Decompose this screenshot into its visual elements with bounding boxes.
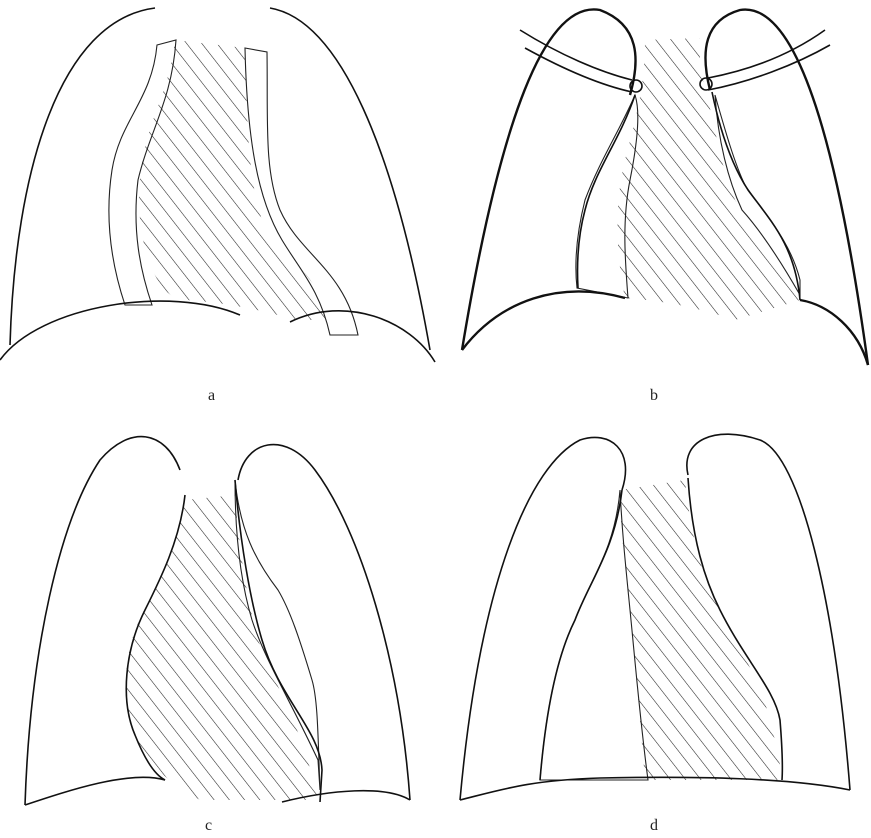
panel-d-diaphragm [460, 777, 850, 800]
panel-b-caption: b [650, 387, 658, 404]
panel-a-mediastinum [109, 40, 358, 335]
panel-d: d [460, 434, 850, 834]
panel-a-central-shadow [139, 40, 325, 320]
panel-d-mediastinum [540, 480, 782, 780]
panel-b-mediastinum [576, 38, 800, 320]
panel-c-right-diaphragm [25, 777, 165, 805]
panel-b-left-diaphragm [800, 300, 868, 365]
panel-a-caption: a [208, 387, 215, 404]
panel-c: c [25, 437, 410, 834]
panel-c-mediastinum [126, 480, 320, 800]
panel-a-chest-outline [10, 8, 155, 345]
panel-b: b [462, 9, 868, 404]
panel-b-right-diaphragm [462, 291, 625, 350]
panel-d-right-heart-border [540, 490, 622, 780]
panel-c-caption: c [205, 817, 212, 834]
panel-d-left-diagonal-shadow [620, 480, 782, 780]
panel-d-caption: d [650, 817, 658, 834]
panel-b-left-clavicle [708, 30, 830, 90]
panel-c-central-shadow [126, 495, 318, 800]
panel-a: a [0, 8, 435, 404]
panel-a-right-diaphragm [0, 301, 240, 360]
